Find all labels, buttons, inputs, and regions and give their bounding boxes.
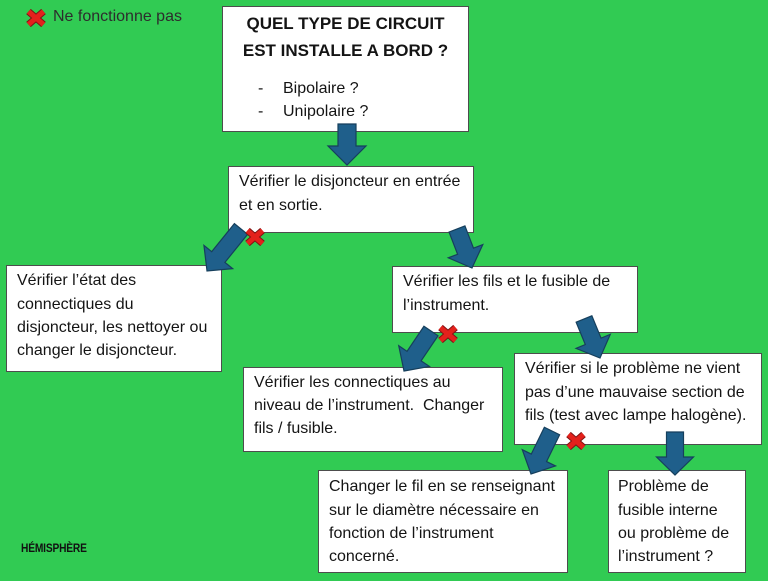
question-title: QUEL TYPE DE CIRCUIT EST INSTALLE A BORD… xyxy=(223,10,468,64)
step-text-line: fonction de l’instrument xyxy=(329,524,494,542)
step-text-line: Vérifier les fils et le fusible de xyxy=(403,273,611,291)
question-title-line: QUEL TYPE DE CIRCUIT xyxy=(246,13,445,33)
option-item: - Bipolaire ? xyxy=(223,77,468,100)
step-text-line: connectiques du xyxy=(17,295,134,313)
option-item: - Unipolaire ? xyxy=(223,100,468,123)
step-text-line: l’instrument ? xyxy=(618,548,714,566)
option-bullet: - xyxy=(258,79,264,97)
question-title-line: EST INSTALLE A BORD ? xyxy=(242,40,449,60)
legend: Ne fonctionne pas xyxy=(26,7,196,29)
step-text-line: fusible interne xyxy=(618,501,718,519)
step-text-line: Problème de xyxy=(618,478,709,496)
step-text-line: ou problème de xyxy=(618,524,730,542)
step-text-line: Vérifier les connectiques au xyxy=(254,373,451,391)
step-text-line: changer le disjoncteur. xyxy=(17,342,178,360)
option-bullet: - xyxy=(258,102,264,120)
brand-logo: HÉMISPHÈRE xyxy=(21,541,87,555)
step-text-line: fils / fusible. xyxy=(254,420,338,438)
step-wire-section-box: Vérifier si le problème ne vient pas d’u… xyxy=(514,353,762,445)
step-text-line: fils (test avec lampe halogène). xyxy=(525,406,747,424)
question-box: QUEL TYPE DE CIRCUIT EST INSTALLE A BORD… xyxy=(222,6,469,132)
option-label: Unipolaire ? xyxy=(283,102,369,120)
step-text-line: pas d’une mauvaise section de xyxy=(525,383,745,401)
step-text-line: Vérifier si le problème ne vient xyxy=(525,360,741,378)
step-text-line: disjoncteur, les nettoyer ou xyxy=(17,318,208,336)
step-text-line: sur le diamètre nécessaire en xyxy=(329,501,539,519)
cross-icon xyxy=(26,8,46,28)
step-text-line: Vérifier le disjoncteur en entrée xyxy=(239,173,461,191)
step-check-breaker-box: Vérifier le disjoncteur en entrée et en … xyxy=(228,166,474,233)
step-change-wire-box: Changer le fil en se renseignant sur le … xyxy=(318,470,568,573)
step-check-wires-fuse-box: Vérifier les fils et le fusible de l’ins… xyxy=(392,266,638,333)
conclusion-internal-fault-box: Problème de fusible interne ou problème … xyxy=(608,470,746,573)
option-label: Bipolaire ? xyxy=(283,79,359,97)
step-instrument-connectors-box: Vérifier les connectiques au niveau de l… xyxy=(243,367,503,452)
step-text-line: concerné. xyxy=(329,548,400,566)
step-text-line: Changer le fil en se renseignant xyxy=(329,478,555,496)
legend-label: Ne fonctionne pas xyxy=(53,8,182,25)
step-text-line: niveau de l’instrument. Changer xyxy=(254,397,485,415)
step-text-line: l’instrument. xyxy=(403,296,490,314)
step-breaker-connectors-box: Vérifier l’état des connectiques du disj… xyxy=(6,265,222,372)
step-text-line: et en sortie. xyxy=(239,196,323,214)
question-options-list: - Bipolaire ? - Unipolaire ? xyxy=(223,77,468,123)
step-text-line: Vérifier l’état des xyxy=(17,272,137,290)
